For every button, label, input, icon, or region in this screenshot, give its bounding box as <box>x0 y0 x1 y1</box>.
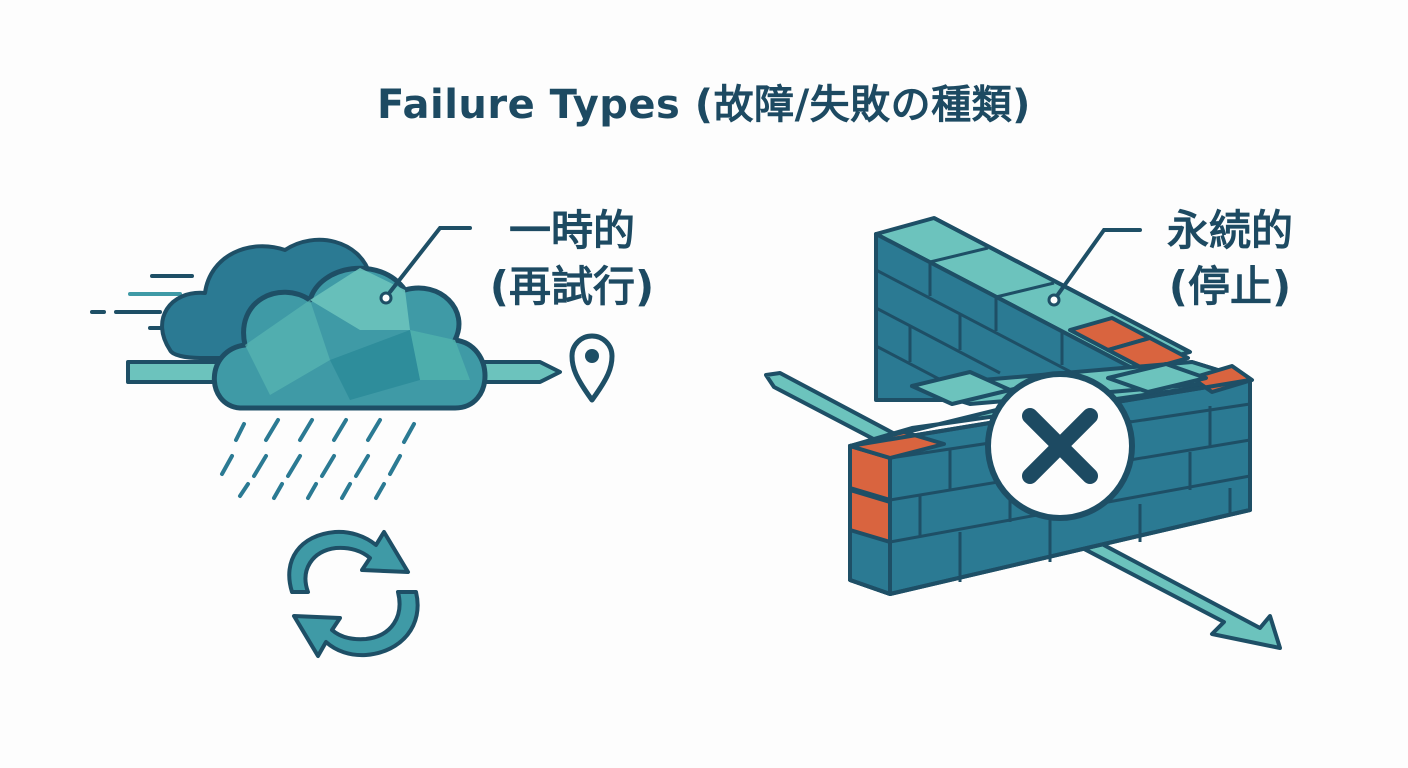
transient-leader-line <box>388 226 472 294</box>
diagram-title: Failure Types (故障/失敗の種類) <box>377 82 1031 128</box>
cloud-icon <box>211 265 488 411</box>
rain-icon <box>220 418 416 500</box>
location-pin-icon <box>569 333 615 403</box>
refresh-cycle-icon <box>287 529 420 658</box>
permanent-label: 永続的 (停止) <box>1140 203 1320 315</box>
transient-label: 一時的 (再試行) <box>462 203 682 315</box>
permanent-label-line2: (停止) <box>1168 262 1292 311</box>
transient-label-line2: (再試行) <box>489 262 655 311</box>
permanent-leader-line <box>1052 228 1142 302</box>
transient-label-line1: 一時的 <box>508 206 635 255</box>
permanent-label-line1: 永続的 <box>1166 206 1293 255</box>
blocked-x-icon <box>985 371 1135 521</box>
